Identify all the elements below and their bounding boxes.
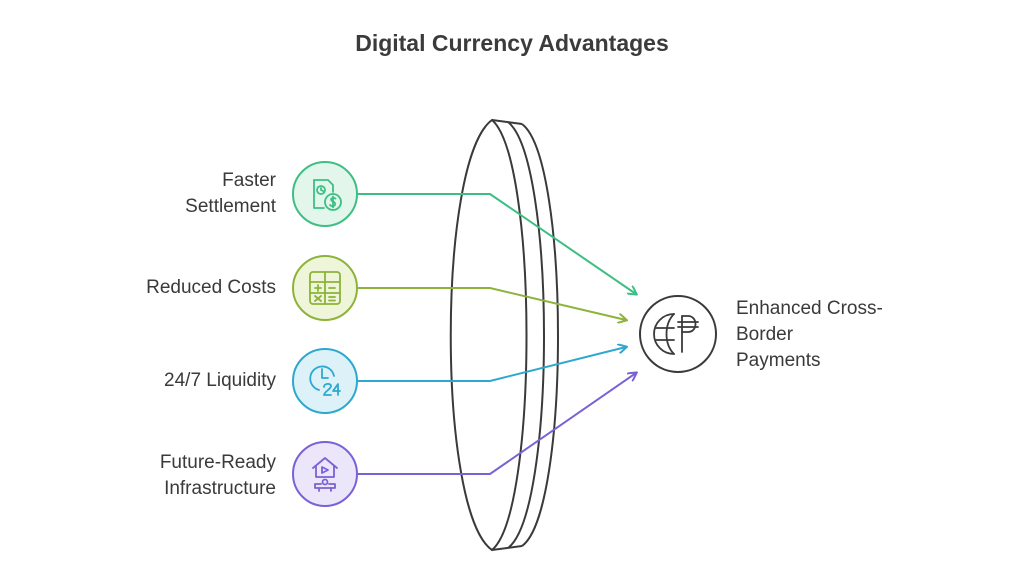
connector-lines — [357, 193, 636, 475]
connector-arrow — [357, 193, 636, 294]
connector-arrow — [357, 287, 626, 320]
liquidity-label: 24/7 Liquidity — [164, 370, 276, 391]
cross-border-payments-label: Enhanced Cross- Border Payments — [736, 298, 883, 371]
home-presentation-icon — [292, 441, 358, 507]
connector-arrow — [357, 347, 626, 382]
reduced-costs-label: Reduced Costs — [146, 277, 276, 298]
globe-peso-icon — [639, 295, 717, 373]
page-title: Digital Currency Advantages — [355, 30, 669, 56]
document-dollar-icon — [292, 161, 358, 227]
clock-24-icon — [292, 348, 358, 414]
calculator-icon — [292, 255, 358, 321]
input-icons — [292, 161, 358, 507]
lens-shape — [449, 118, 559, 552]
faster-settlement-label: Faster Settlement — [185, 170, 276, 217]
infrastructure-label: Future-Ready Infrastructure — [159, 452, 276, 499]
connector-arrow — [357, 373, 636, 475]
